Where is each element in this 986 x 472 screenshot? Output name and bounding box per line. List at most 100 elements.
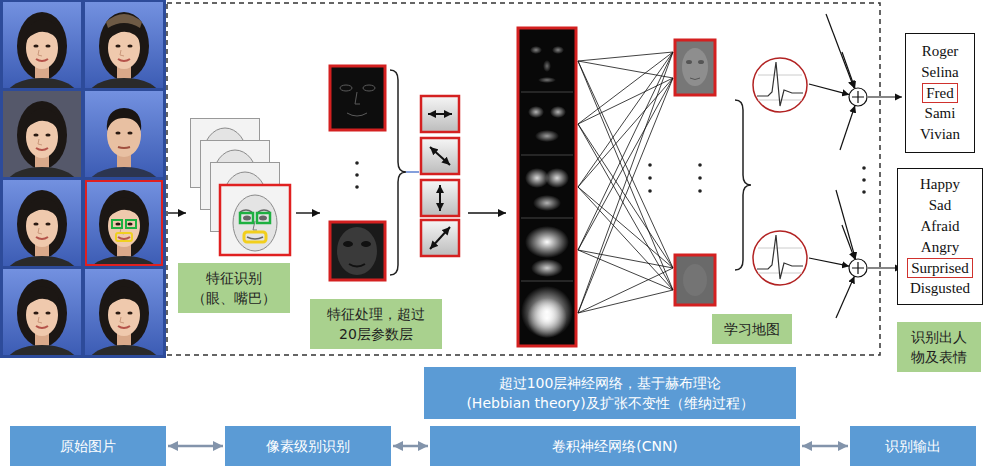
summation-node [809, 258, 849, 266]
box-label: 特征处理，超过 20层参数层 [326, 304, 426, 344]
flow-arrow [296, 212, 320, 213]
neuron-signal [753, 58, 807, 112]
activation-maps [521, 218, 573, 219]
sketch-stack [191, 119, 291, 256]
activation-maps [543, 60, 551, 72]
summation-node [852, 262, 864, 274]
double-arrow-connector [393, 445, 428, 448]
summation-node [842, 52, 855, 89]
box-label: 识别输出 [885, 436, 941, 456]
activation-maps [521, 286, 573, 338]
brace [735, 100, 751, 270]
summation-node [826, 14, 854, 88]
list-item: Angry [921, 237, 959, 258]
neuron-signal [757, 235, 803, 279]
learned-map [675, 40, 715, 95]
stage-box: 像素级别识别 [225, 426, 391, 466]
box-label: 超过100层神经网络，基于赫布理论 (Hebbian theory)及扩张不变性… [465, 373, 755, 413]
activation-maps [521, 155, 573, 156]
name-list: RogerSelinaFredSamiVivian [905, 33, 975, 153]
activation-maps [521, 281, 573, 282]
summation-node [868, 96, 902, 97]
neuron-signal [757, 62, 803, 106]
brace [390, 70, 406, 275]
connection-lines [578, 52, 673, 250]
sketch-stack [240, 213, 253, 223]
sketch-stack [221, 186, 290, 255]
feature-map [330, 222, 385, 280]
list-item: Afraid [920, 216, 959, 237]
face-photos [6, 279, 78, 381]
connection-lines [578, 52, 673, 61]
double-arrow-connector [168, 445, 223, 448]
feature-map [343, 241, 353, 247]
connection-lines [578, 61, 673, 78]
face-photos [106, 14, 142, 28]
connection-lines [578, 78, 673, 187]
ellipsis-dots [648, 176, 652, 180]
feature-map [361, 241, 371, 247]
summation-node [849, 88, 867, 106]
box-label: 卷积神经网络(CNN) [552, 436, 678, 456]
face-highlight [86, 181, 162, 265]
feature-map [330, 66, 385, 130]
filter-icon [421, 180, 459, 216]
connection-lines [578, 124, 673, 290]
sketch-stack [257, 213, 270, 223]
summation-node [809, 14, 902, 318]
feature-map [330, 66, 385, 280]
learned-map [683, 264, 707, 296]
dashed-frame [167, 3, 880, 355]
activation-maps [530, 46, 542, 54]
connection-lines [578, 52, 673, 187]
face-highlight [112, 220, 122, 228]
summation-node [852, 91, 864, 103]
face-photos [88, 279, 160, 381]
step-label: 特征识别 （眼、嘴巴） [178, 263, 290, 313]
feature-map [337, 227, 377, 275]
activation-maps [521, 46, 573, 338]
neuron-signal [753, 58, 807, 285]
ellipsis-dots [862, 190, 866, 194]
connection-lines [578, 52, 673, 313]
step-label: 特征处理，超过 20层参数层 [310, 299, 442, 349]
filter-icon [428, 113, 452, 115]
ellipsis-dots [698, 189, 702, 193]
connection-lines [578, 268, 673, 313]
learned-map [686, 60, 692, 64]
activation-maps [528, 106, 544, 118]
face-highlight [86, 181, 162, 265]
list-item: Sami [925, 103, 956, 124]
activation-maps [538, 77, 556, 83]
stage-box: 原始图片 [10, 426, 166, 466]
step-label: 识别出人 物及表情 [897, 322, 981, 372]
step-label: 学习地图 [712, 314, 792, 344]
ellipsis-dots [355, 173, 359, 177]
connection-lines [578, 78, 673, 313]
connection-lines [578, 78, 673, 124]
connection-lines [578, 78, 673, 250]
activation-maps [550, 106, 566, 118]
activation-maps [533, 195, 561, 211]
box-label: 像素级别识别 [266, 436, 350, 456]
learned-map [698, 60, 704, 64]
ellipsis-dots [862, 166, 866, 170]
learned-map [690, 78, 700, 80]
learned-map [682, 48, 708, 86]
box-label: 原始图片 [60, 436, 116, 456]
summation-node [849, 259, 867, 277]
list-item: Surprised [907, 258, 973, 278]
box-label: 特征识别 （眼、嘴巴） [191, 268, 277, 308]
filter-icon [428, 114, 452, 249]
filter-icon [421, 96, 459, 132]
list-item: Sad [929, 195, 952, 216]
connection-lines [578, 290, 673, 313]
ellipsis-dots [355, 161, 359, 165]
learned-map [675, 40, 715, 305]
neuron-signal [753, 231, 807, 285]
activation-maps [531, 259, 563, 277]
connection-lines [578, 250, 673, 290]
connection-lines [578, 52, 673, 313]
summation-node [842, 225, 855, 260]
sketch-stack [244, 232, 266, 242]
